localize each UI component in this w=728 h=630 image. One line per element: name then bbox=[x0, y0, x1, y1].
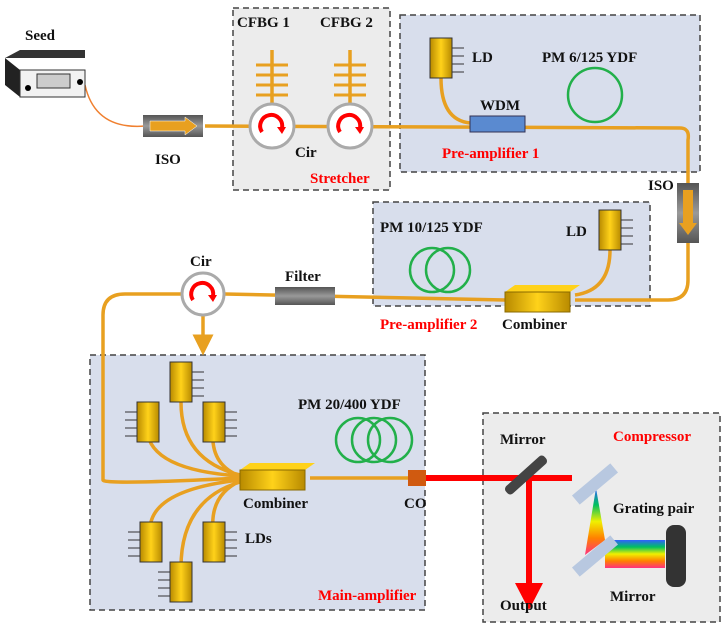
ydf-pre1-label: PM 6/125 YDF bbox=[542, 50, 637, 66]
laser-diode-icon bbox=[125, 37, 633, 603]
combiner-main-label: Combiner bbox=[243, 496, 308, 512]
ld-pre2-label: LD bbox=[566, 224, 587, 240]
mirror-1-label: Mirror bbox=[500, 432, 546, 448]
cfbg-gratings bbox=[256, 63, 366, 97]
mirror-1-icon bbox=[504, 455, 548, 495]
grating-pair-label: Grating pair bbox=[613, 501, 695, 517]
ld-label: LD bbox=[472, 50, 493, 66]
seed-laser-icon bbox=[5, 50, 86, 98]
compressor-label: Compressor bbox=[613, 429, 691, 445]
output-label: Output bbox=[500, 598, 547, 614]
stretcher-box bbox=[232, 7, 391, 191]
wdm-label: WDM bbox=[480, 98, 520, 114]
filter-icon bbox=[275, 287, 335, 305]
collimator-icon bbox=[408, 470, 426, 486]
main-amplifier-label: Main-amplifier bbox=[318, 588, 417, 604]
isolator-2-icon bbox=[677, 183, 699, 243]
pre-amplifier-1-label: Pre-amplifier 1 bbox=[442, 146, 539, 162]
wdm-icon bbox=[469, 115, 526, 133]
combiner-icon bbox=[239, 285, 580, 491]
circulator-icon bbox=[180, 102, 374, 317]
iso-label: ISO bbox=[155, 152, 181, 168]
combiner-pre2-label: Combiner bbox=[502, 317, 567, 333]
grating-2-icon bbox=[571, 535, 619, 577]
isolator-1-icon bbox=[143, 115, 203, 137]
cfbg1-label: CFBG 1 bbox=[237, 15, 290, 31]
ydf-pre2-label: PM 10/125 YDF bbox=[380, 220, 483, 236]
iso2-label: ISO bbox=[648, 178, 674, 194]
filter-label: Filter bbox=[285, 269, 321, 285]
mirror-2-label: Mirror bbox=[610, 589, 656, 605]
seed-label: Seed bbox=[25, 28, 56, 44]
cir-label: Cir bbox=[295, 145, 317, 161]
lds-label: LDs bbox=[245, 531, 272, 547]
grating-1-icon bbox=[571, 463, 619, 505]
dispersed-spectrum bbox=[585, 488, 605, 555]
ydf-main-label: PM 20/400 YDF bbox=[298, 397, 401, 413]
seed-fiber bbox=[84, 84, 146, 128]
cfbg2-label: CFBG 2 bbox=[320, 15, 373, 31]
output-arrow bbox=[515, 583, 543, 610]
stretcher-label: Stretcher bbox=[310, 171, 370, 187]
output-beam bbox=[426, 475, 572, 585]
co-label: CO bbox=[404, 496, 427, 512]
gain-fiber-coil-icon bbox=[334, 66, 624, 464]
cir-main-label: Cir bbox=[190, 254, 212, 270]
mirror-2-icon bbox=[666, 525, 686, 587]
pre-amplifier-2-label: Pre-amplifier 2 bbox=[380, 317, 477, 333]
